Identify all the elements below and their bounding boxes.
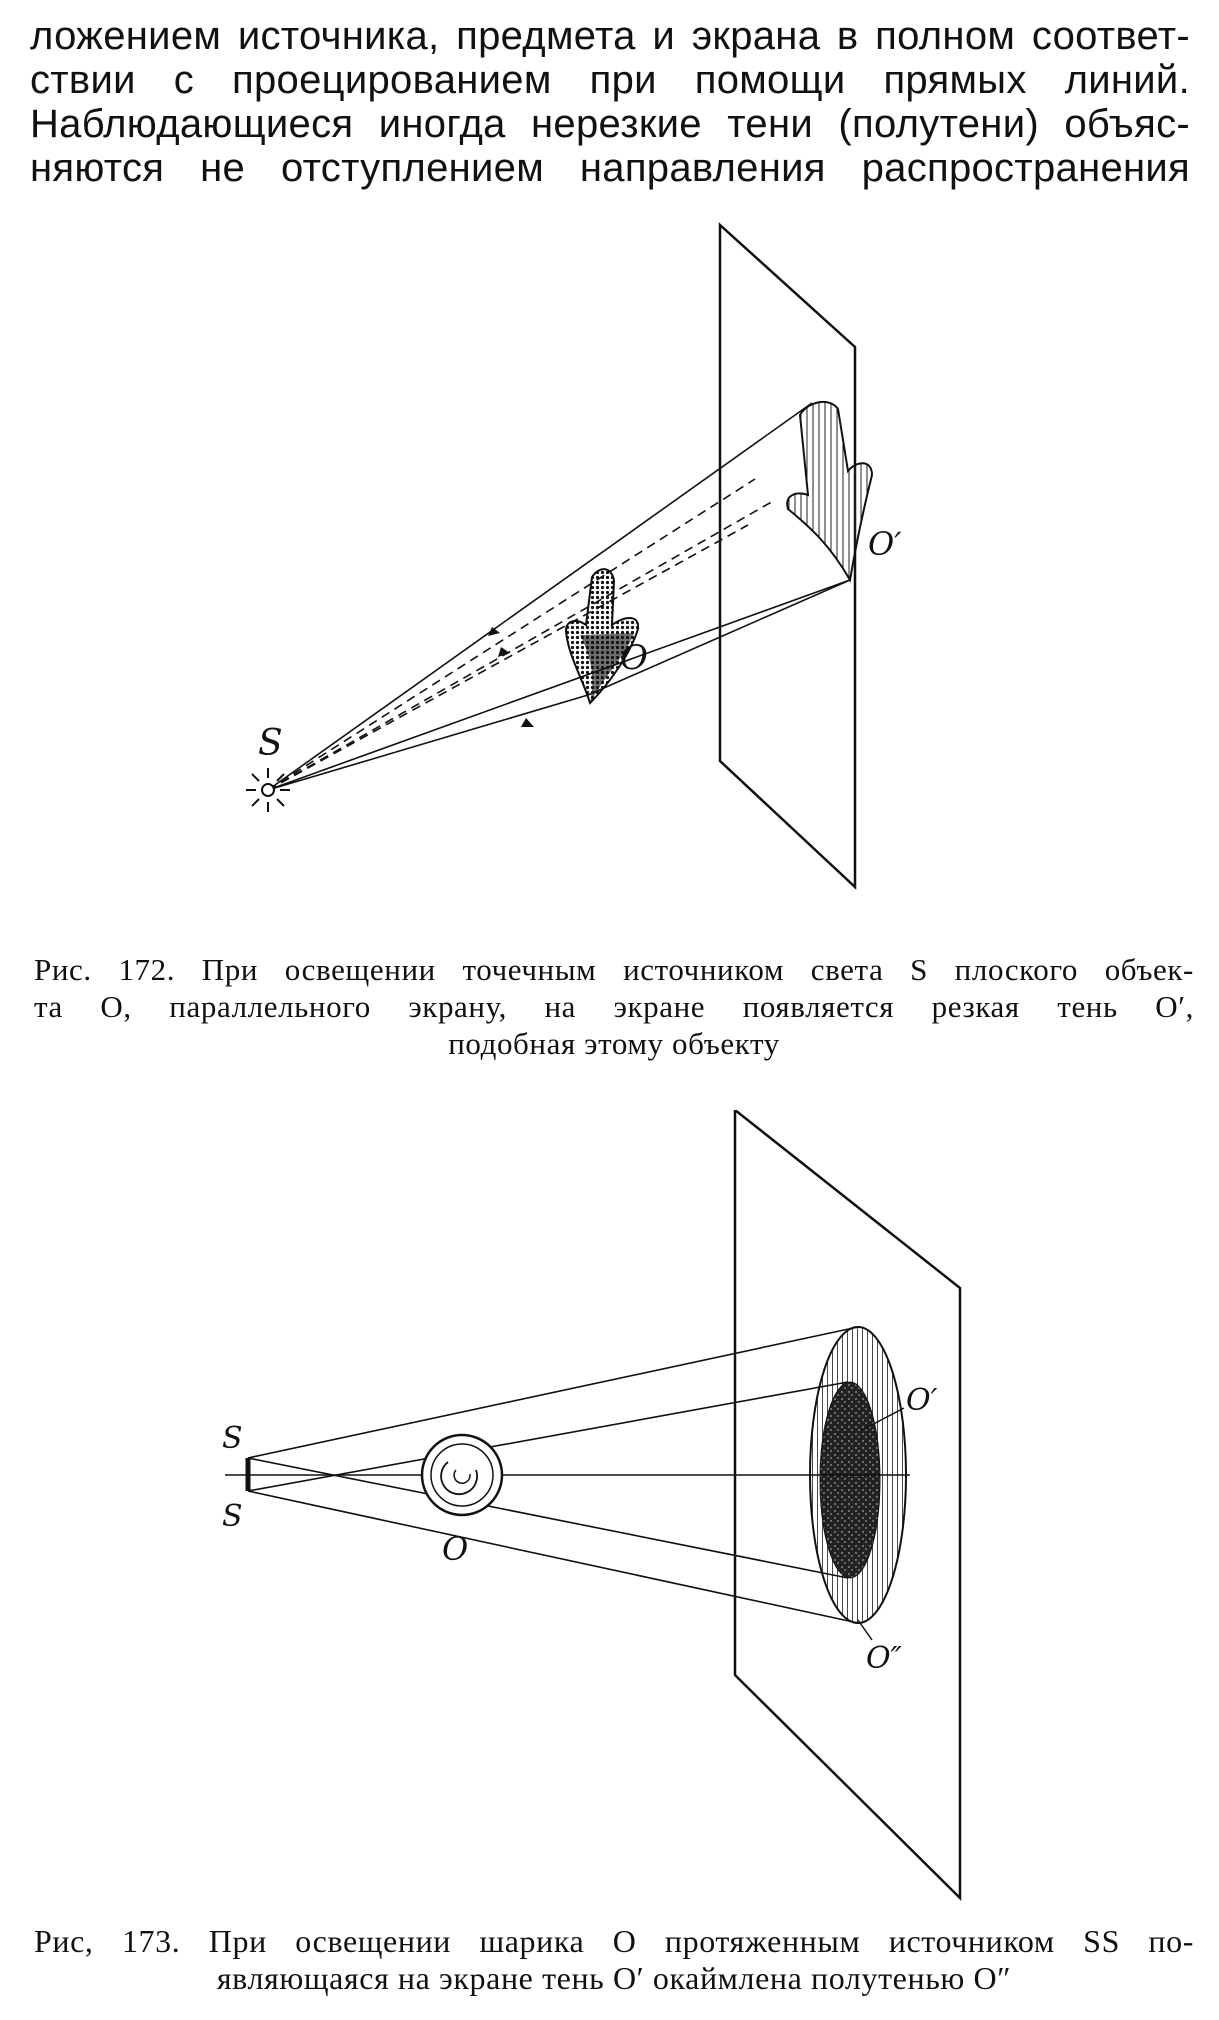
figure-172-caption: Рис. 172. При освещении точечным источни… bbox=[34, 951, 1194, 1062]
body-text-line: Наблюдающиеся иногда нерезкие тени (полу… bbox=[30, 102, 1190, 146]
light-rays bbox=[267, 402, 851, 791]
shadow-label: O′ bbox=[906, 1383, 938, 1418]
figure-173-caption: Рис, 173. При освещении шарика O протяже… bbox=[34, 1923, 1194, 1997]
caption-line: Рис. 172. При освещении точечным источни… bbox=[34, 952, 1194, 987]
body-text: ложением источника, предмета и экрана в … bbox=[30, 14, 1190, 190]
ball-object bbox=[420, 1433, 504, 1517]
figure-172: S O O′ bbox=[246, 222, 902, 890]
caption-line: Рис, 173. При освещении шарика O протяже… bbox=[34, 1923, 1194, 1959]
caption-line: подобная этому объекту bbox=[448, 1026, 780, 1061]
umbra-region bbox=[819, 1381, 881, 1579]
body-text-line: ствии с проецированием при помощи прямых… bbox=[30, 58, 1190, 102]
object-shadow bbox=[786, 400, 874, 583]
screen-plane bbox=[718, 222, 857, 890]
body-text-line: ложением источника, предмета и экрана в … bbox=[30, 14, 1190, 58]
penumbra-label: O″ bbox=[866, 1641, 903, 1676]
light-rays bbox=[225, 1326, 910, 1624]
label-leaders bbox=[857, 1407, 905, 1641]
object-label: O bbox=[620, 638, 648, 678]
caption-line: та O, параллельного экрану, на экране по… bbox=[34, 989, 1194, 1024]
source-bottom-label: S bbox=[222, 1499, 243, 1534]
source-label: S bbox=[258, 723, 283, 764]
source-top-label: S bbox=[222, 1421, 243, 1456]
caption-line: являющаяся на экране тень O′ окаймлена п… bbox=[216, 1960, 1012, 1996]
figure-173: S S O O′ O″ bbox=[222, 1110, 962, 1901]
body-text-line: няются не отступлением направления распр… bbox=[30, 146, 1190, 190]
ray-arrows bbox=[488, 627, 534, 727]
screen-plane bbox=[733, 1110, 962, 1901]
object-label: O bbox=[442, 1530, 468, 1568]
shadow-label: O′ bbox=[868, 525, 902, 563]
point-source-icon bbox=[246, 768, 290, 812]
